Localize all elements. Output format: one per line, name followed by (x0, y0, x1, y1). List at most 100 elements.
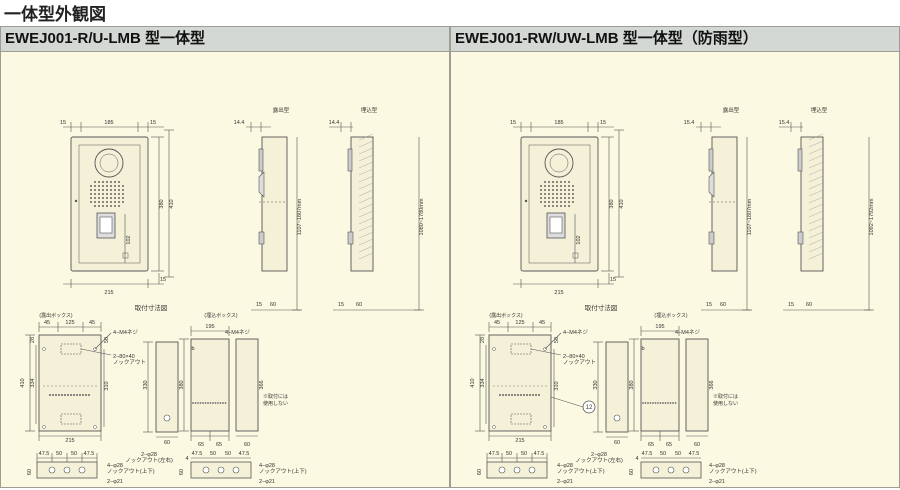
speaker-hole (560, 193, 562, 195)
dimension-label: 60 (694, 442, 700, 448)
speaker-hole (102, 205, 104, 207)
knockout-hole (647, 402, 649, 404)
wall-hatch (358, 203, 374, 211)
wall-hatch (808, 238, 824, 246)
dimension-label: 125 (515, 320, 524, 326)
dimension-label: 15 (60, 120, 66, 126)
speaker-hole (94, 205, 96, 207)
speaker-hole (568, 189, 570, 191)
knockout-hole (67, 394, 69, 396)
knockout-hole (514, 394, 516, 396)
speaker-hole (90, 189, 92, 191)
speaker-hole (548, 197, 550, 199)
knockout-hole (520, 394, 522, 396)
knockout-hole (535, 394, 537, 396)
surface-box-side (155, 341, 179, 433)
knockout-note: 4−φ28 (709, 463, 725, 469)
speaker-hole (98, 189, 100, 191)
call-button (549, 216, 563, 234)
dimension-label: 47.5 (689, 451, 700, 457)
wall-hatch (358, 210, 374, 218)
knockout-phi28 (202, 466, 210, 474)
speaker-hole (572, 193, 574, 195)
panel-header: EWEJ001-RW/UW-LMB 型一体型（防雨型） (451, 27, 899, 52)
speaker-hole (552, 181, 554, 183)
speaker-hole (110, 205, 112, 207)
camera-hood (708, 148, 714, 172)
dimension-label: 185 (104, 120, 113, 126)
speaker-hole (94, 189, 96, 191)
knockout-note: 2−φ21 (259, 479, 275, 485)
speaker-hole (544, 189, 546, 191)
dimension-label: 14.4 (234, 120, 245, 126)
speaker-hole (90, 201, 92, 203)
speaker-hole (114, 181, 116, 183)
device-front-inner (528, 144, 591, 264)
screw (74, 199, 78, 203)
speaker-hole (110, 197, 112, 199)
wall-hatch (358, 175, 374, 183)
knockout-hole (502, 394, 504, 396)
speaker-hole (98, 197, 100, 199)
mount-title: 取付寸法図 (135, 303, 168, 312)
wall-hatch (358, 217, 374, 225)
dimension-label: 15 (788, 302, 794, 308)
knockout-hole (538, 394, 540, 396)
speaker-hole (560, 181, 562, 183)
speaker-hole (568, 197, 570, 199)
knockout-note: 2−φ21 (557, 479, 573, 485)
knockout-hole (70, 394, 72, 396)
knockout-phi28 (682, 466, 690, 474)
speaker-hole (568, 205, 570, 207)
speaker-hole (544, 201, 546, 203)
dimension-label: 50 (660, 451, 666, 457)
dimension-line (94, 332, 112, 350)
surface-box-label: (露出ボックス) (39, 312, 73, 319)
speaker-hole (548, 189, 550, 191)
speaker-hole (540, 185, 542, 187)
dimension-label: 1092~1792mm (869, 198, 875, 235)
dimension-label: 4 (635, 456, 638, 462)
dimension-label: 45 (539, 320, 545, 326)
dimension-label: 65 (666, 442, 672, 448)
knockout-hole (654, 402, 657, 404)
speaker-hole (568, 201, 570, 203)
knockout-hole (508, 394, 510, 396)
knockout-hole (58, 394, 60, 396)
panel-header: EWEJ001-R/U-LMB 型一体型 (1, 27, 449, 52)
speaker-hole (118, 197, 120, 199)
speaker-hole (118, 181, 120, 183)
speaker-hole (110, 185, 112, 187)
dimension-label: 60 (477, 469, 483, 475)
speaker-hole (556, 197, 558, 199)
speaker-hole (94, 197, 96, 199)
knockout-hole (85, 394, 87, 396)
camera-lens (549, 153, 569, 173)
dimension-line (530, 348, 562, 356)
speaker-hole (94, 181, 96, 183)
corner-mark: b (641, 346, 644, 352)
wall-hatch (808, 182, 824, 190)
page-title: 一体型外観図 (4, 5, 106, 24)
knockout-phi28 (163, 414, 171, 422)
dimension-label: 410 (619, 199, 625, 208)
speaker-hole (552, 201, 554, 203)
knockout-hole (192, 402, 194, 404)
speaker-hole (556, 205, 558, 207)
dimension-label: 1107~1807mm (297, 198, 303, 235)
knockout-hole (219, 402, 222, 404)
screw (524, 199, 528, 203)
speaker-profile (258, 171, 265, 198)
knockout-phi28 (528, 466, 536, 474)
speaker-hole (548, 185, 550, 187)
speaker-hole (118, 189, 120, 191)
speaker-hole (114, 205, 116, 207)
dimension-label: 15 (150, 120, 156, 126)
knockout-hole (669, 402, 672, 404)
wall-hatch (358, 245, 374, 253)
speaker-hole (548, 205, 550, 207)
device-side-outline (261, 136, 288, 272)
knockout-phi28 (652, 466, 660, 474)
speaker-hole (552, 197, 554, 199)
